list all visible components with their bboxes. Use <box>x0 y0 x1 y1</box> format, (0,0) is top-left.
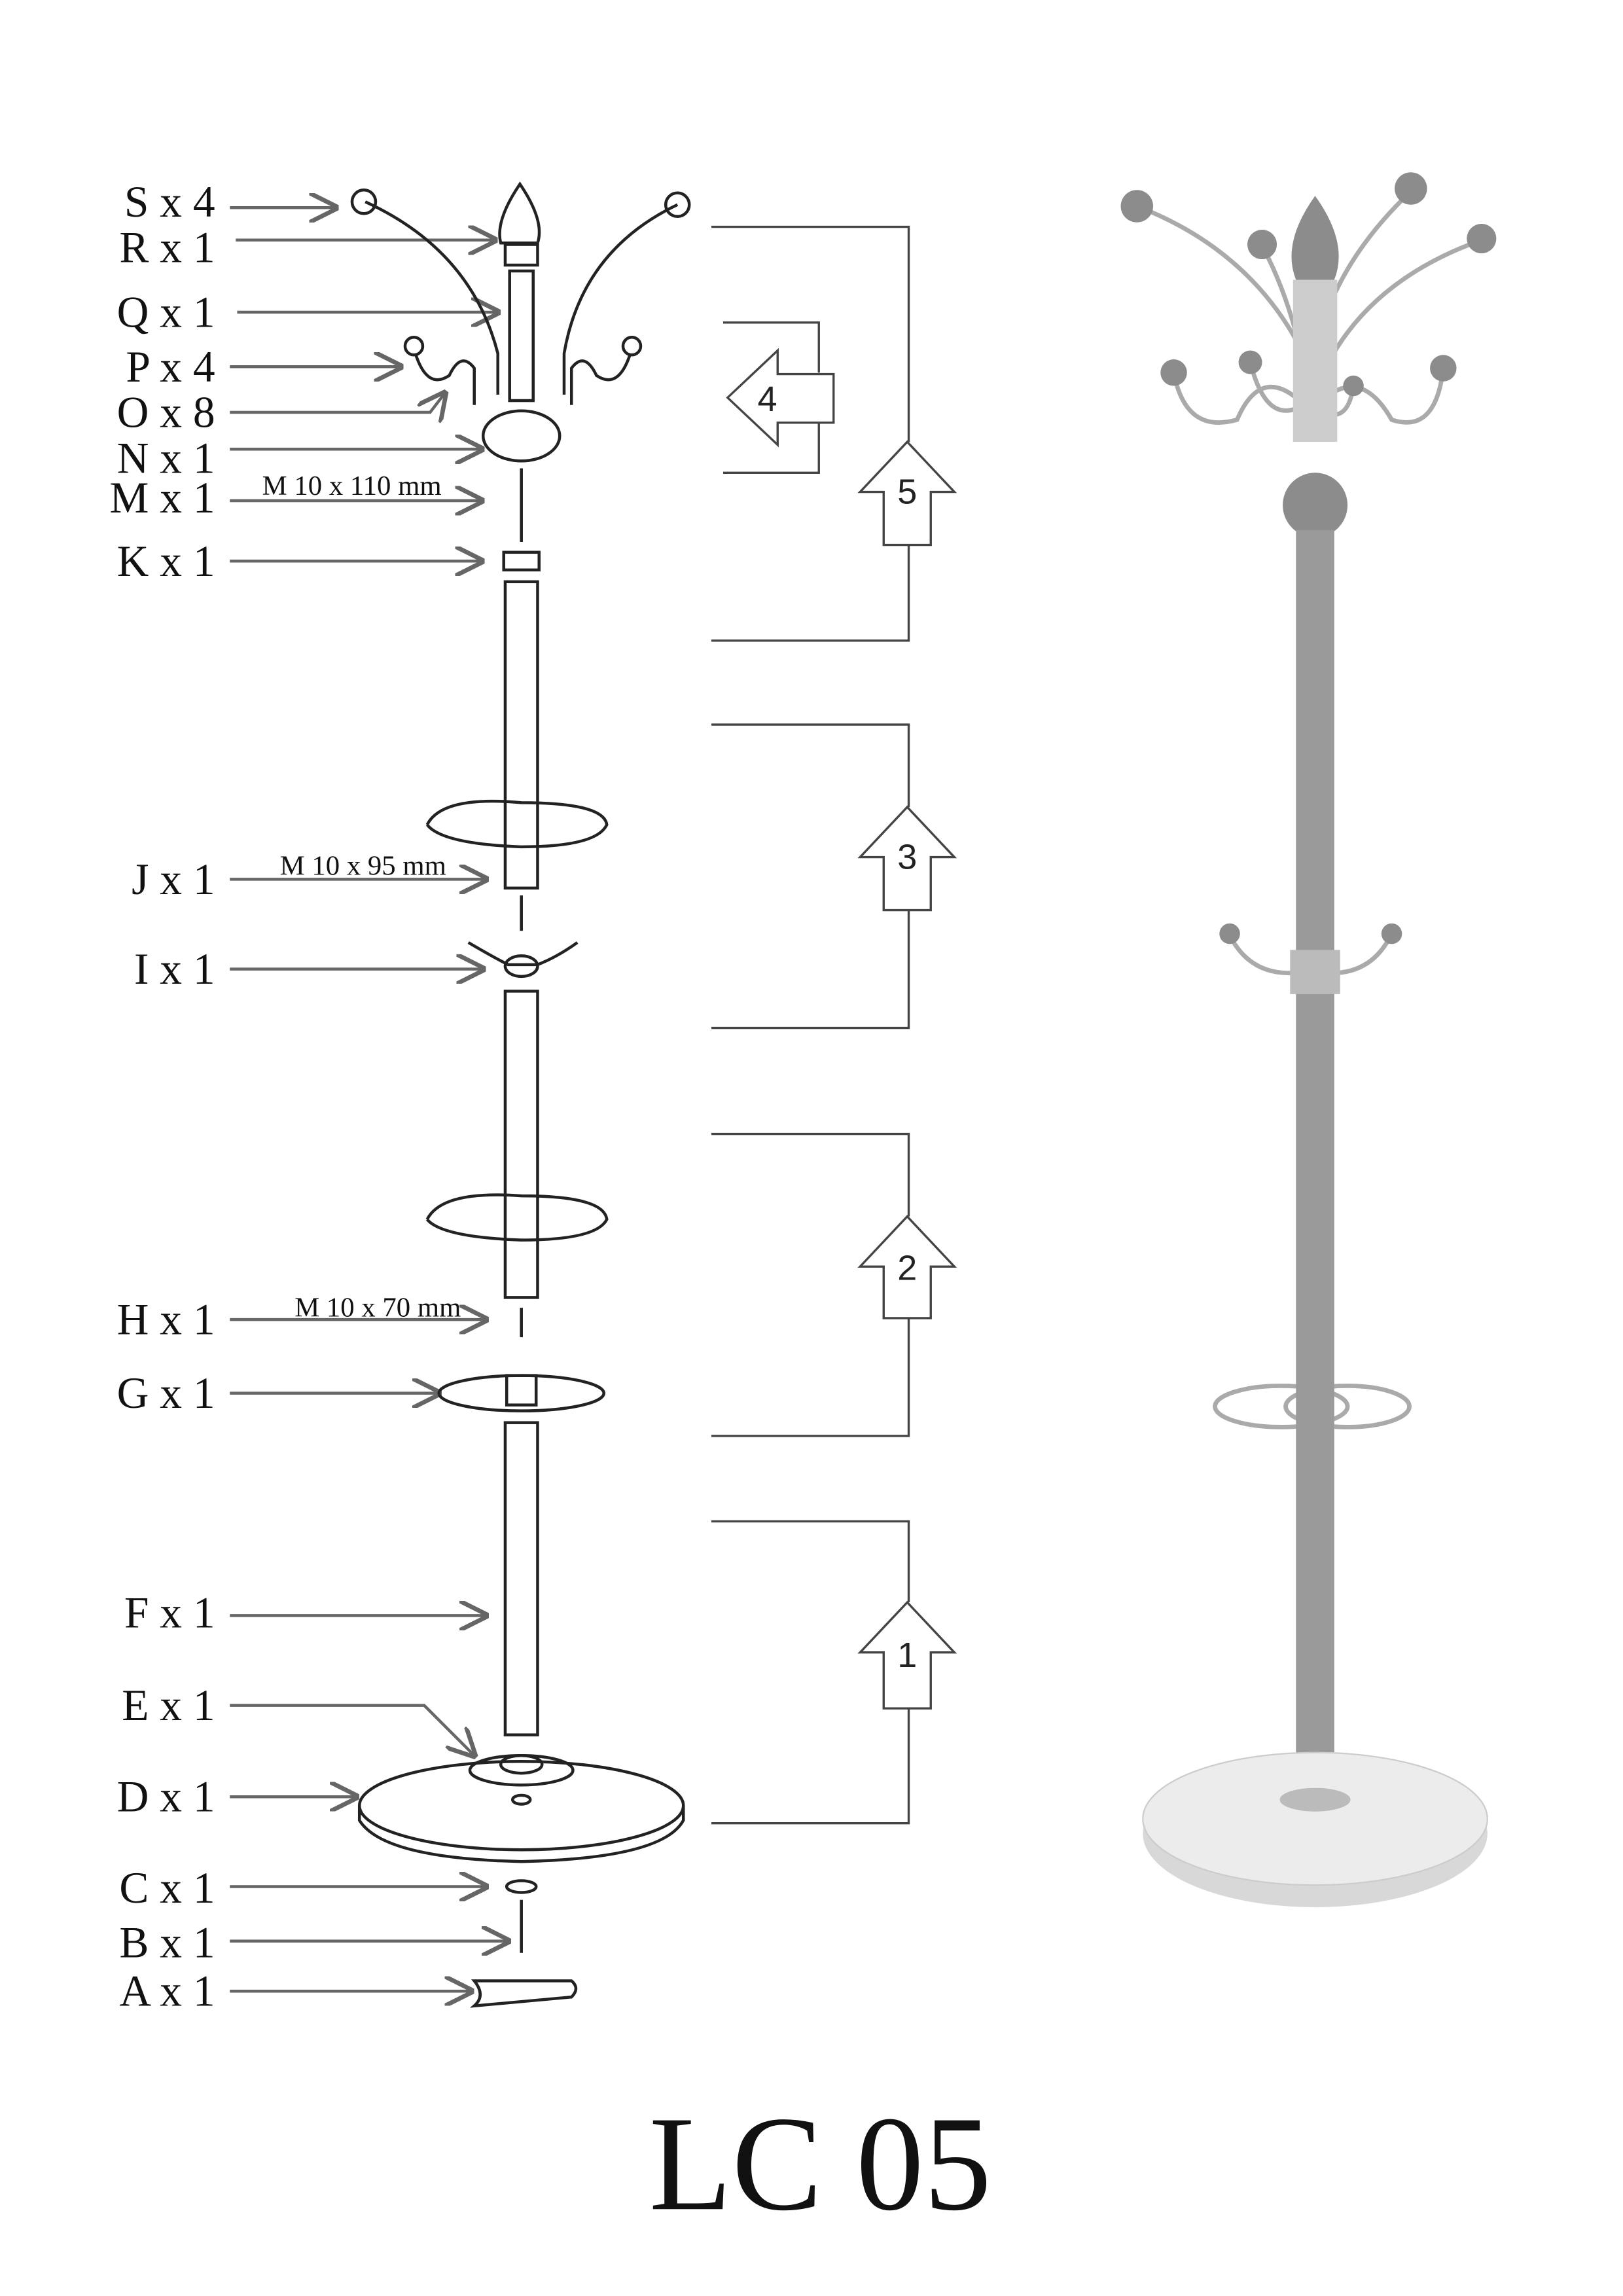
step-number: 5 <box>897 473 917 512</box>
part-label-r: R x 1 <box>119 223 215 272</box>
part-label-o: O x 8 <box>117 388 215 437</box>
washer-c <box>505 1879 538 1894</box>
part-label-g: G x 1 <box>117 1369 215 1418</box>
hook-arm-left <box>365 200 499 395</box>
tube-f <box>503 1421 539 1736</box>
step-number: 2 <box>897 1248 917 1287</box>
hook-arm-right <box>562 203 679 395</box>
tube-upper <box>503 580 539 890</box>
part-label-q: Q x 1 <box>117 288 215 337</box>
part-label-p: P x 4 <box>126 342 215 391</box>
step-3: 3 <box>711 723 957 1030</box>
part-label-d: D x 1 <box>117 1772 215 1821</box>
model-title: LC 05 <box>649 2089 991 2238</box>
part-label-a: A x 1 <box>119 1967 215 2016</box>
part-label-f: F x 1 <box>124 1588 215 1637</box>
tube-middle <box>503 990 539 1299</box>
ring-k <box>502 550 541 572</box>
bolt-spec-m: M 10 x 110 mm <box>262 471 442 501</box>
leader-arrows <box>230 207 508 1991</box>
bolt-spec-h: M 10 x 70 mm <box>294 1293 461 1323</box>
tube-q <box>508 269 535 403</box>
part-label-k: K x 1 <box>117 537 215 586</box>
step-4: 4 <box>722 321 835 474</box>
step-number: 4 <box>757 380 777 419</box>
ball-n <box>481 409 562 463</box>
wrench-a <box>470 1979 578 2008</box>
bolt-spec-j: M 10 x 95 mm <box>280 851 446 882</box>
part-label-h: H x 1 <box>117 1295 215 1344</box>
coat-stand-photo <box>1120 172 1497 1907</box>
step-1: 1 <box>711 1520 957 1825</box>
part-labels: S x 4 R x 1 Q x 1 P x 4 O x 8 N x 1 M x … <box>109 177 461 2016</box>
finial-r <box>498 181 541 245</box>
part-label-c: C x 1 <box>119 1863 215 1912</box>
part-label-e: E x 1 <box>122 1681 215 1730</box>
part-label-j: J x 1 <box>132 855 215 904</box>
step-number: 1 <box>897 1636 917 1675</box>
step-2: 2 <box>711 1132 957 1437</box>
part-label-n: N x 1 <box>117 433 215 482</box>
exploded-parts-drawing <box>350 181 691 2008</box>
part-label-b: B x 1 <box>119 1918 215 1967</box>
step-number: 3 <box>897 838 917 877</box>
part-label-i: I x 1 <box>134 944 215 994</box>
step-5: 5 <box>711 225 957 642</box>
part-label-s: S x 4 <box>124 177 215 226</box>
part-label-m: M x 1 <box>109 473 215 522</box>
hook-ring-i <box>467 941 579 967</box>
